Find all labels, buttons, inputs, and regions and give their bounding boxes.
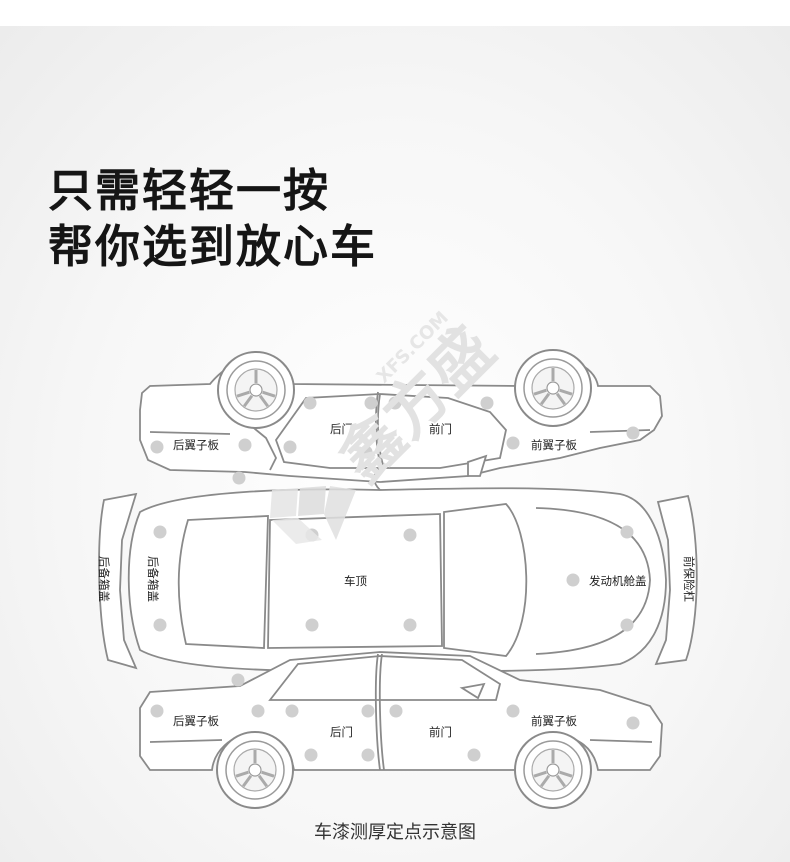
label-rear-door-bottom: 后门 — [330, 725, 353, 739]
wheel-top-rear — [216, 350, 296, 430]
watermark-logo — [270, 486, 356, 544]
diagram-caption: 车漆测厚定点示意图 — [314, 822, 476, 843]
headline-line-2: 帮你选到放心车 — [48, 220, 378, 273]
label-rear-fender-top: 后翼子板 — [173, 438, 219, 452]
car-top-view — [98, 467, 698, 691]
label-front-door-top: 前门 — [429, 422, 452, 436]
wheel-bottom-front — [513, 730, 593, 810]
label-hood: 发动机舱盖 — [589, 574, 647, 588]
label-rear-bumper: 后备箱盖 — [97, 556, 111, 602]
label-roof: 车顶 — [344, 574, 367, 588]
label-trunk-lid: 后备箱盖 — [146, 556, 160, 602]
headline: 只需轻轻一按 帮你选到放心车 — [48, 163, 377, 275]
label-rear-door-top: 后门 — [330, 422, 353, 436]
label-front-fender-top: 前翼子板 — [531, 438, 577, 452]
headline-line-1: 只需轻轻一按 — [48, 164, 331, 217]
wheel-bottom-rear — [215, 730, 295, 810]
measurement-points — [150, 396, 640, 762]
label-front-door-bottom: 前门 — [429, 725, 452, 739]
label-front-bumper: 前保险杠 — [682, 556, 696, 602]
wheel-top-front — [513, 348, 593, 428]
label-front-fender-bottom: 前翼子板 — [531, 714, 577, 728]
label-rear-fender-bottom: 后翼子板 — [173, 714, 219, 728]
